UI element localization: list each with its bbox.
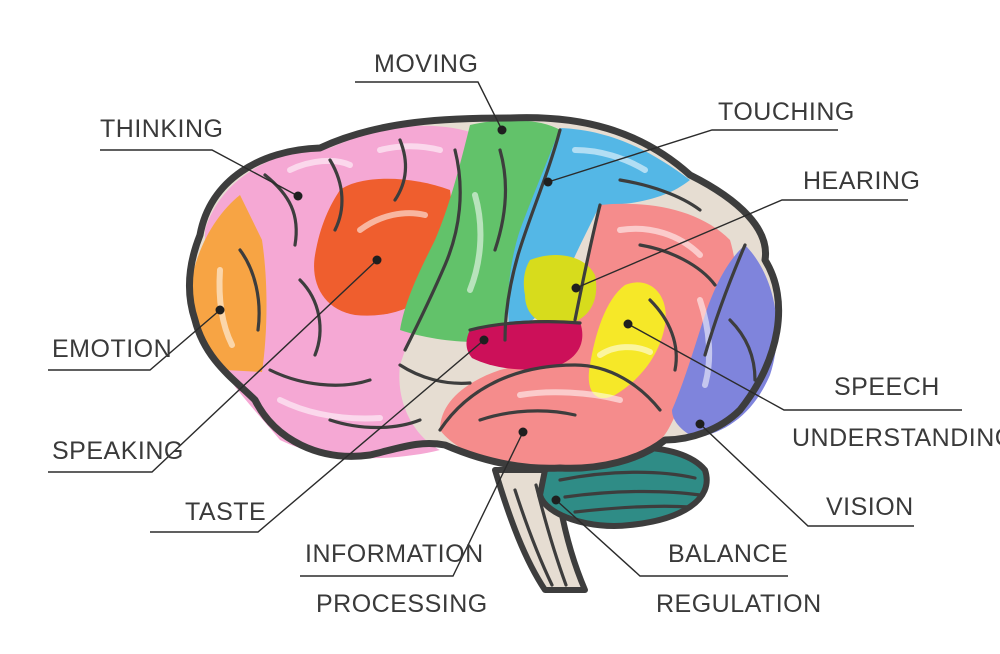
dot-moving	[497, 125, 507, 135]
dot-hearing	[571, 283, 581, 293]
label-touching: TOUCHING	[718, 98, 855, 126]
label-speech-line2: UNDERSTANDING	[792, 424, 1000, 452]
label-thinking: THINKING	[100, 115, 223, 143]
leader-vision	[699, 423, 914, 527]
label-balance-line1: BALANCE	[668, 540, 788, 568]
dot-speaking	[372, 255, 382, 265]
dot-touching	[543, 177, 553, 187]
label-emotion: EMOTION	[52, 335, 172, 363]
label-speech-line1: SPEECH	[834, 373, 940, 401]
labels: MOVING THINKING TOUCHING HEARING EMOTION…	[52, 50, 1000, 618]
leader-touching	[547, 129, 838, 183]
leader-emotion	[48, 309, 221, 371]
shine-highlights	[216, 143, 713, 422]
label-hearing: HEARING	[803, 167, 920, 195]
leader-balance	[555, 499, 788, 577]
brain-illustration	[186, 114, 783, 593]
dot-emotion	[215, 305, 225, 315]
label-moving: MOVING	[374, 50, 478, 78]
region-speech	[588, 282, 666, 399]
dot-thinking	[293, 191, 303, 201]
leader-hearing	[575, 199, 908, 289]
leader-thinking	[100, 149, 299, 197]
leader-speaking	[48, 259, 378, 473]
leader-speech	[627, 323, 962, 411]
label-information-line2: PROCESSING	[316, 590, 488, 618]
label-speaking: SPEAKING	[52, 437, 184, 465]
dot-speech	[623, 319, 633, 329]
dot-taste	[479, 335, 489, 345]
brain-outline	[186, 114, 783, 472]
leader-information	[300, 431, 524, 577]
dot-balance	[551, 495, 561, 505]
leader-taste	[150, 339, 485, 533]
region-emotion	[189, 195, 267, 372]
label-information-line1: INFORMATION	[305, 540, 484, 568]
leader-moving	[355, 81, 503, 131]
label-vision: VISION	[826, 493, 914, 521]
dot-vision	[695, 419, 705, 429]
region-taste	[466, 320, 583, 370]
label-taste: TASTE	[185, 498, 266, 526]
leader-lines	[48, 81, 962, 577]
dot-information	[518, 427, 528, 437]
label-balance-line2: REGULATION	[656, 590, 822, 618]
region-information	[440, 203, 736, 469]
